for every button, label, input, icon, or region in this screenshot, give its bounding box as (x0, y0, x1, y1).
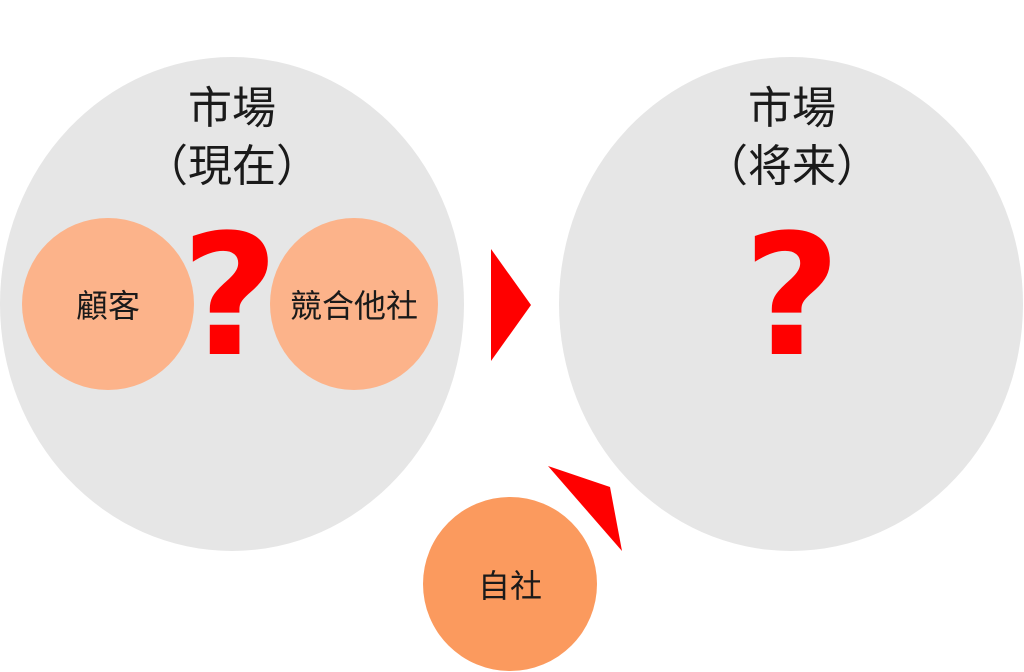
customer-circle: 顧客 (22, 218, 194, 390)
arrow-right-icon (491, 249, 531, 361)
question-mark-current: ? (181, 198, 279, 394)
market-current-title-line2: （現在） (144, 141, 320, 192)
market-current-title-line1: 市場 (188, 83, 276, 134)
competitors-label: 競合他社 (289, 287, 418, 325)
own-company-label: 自社 (477, 567, 542, 605)
customer-label: 顧客 (75, 287, 140, 325)
market-future-title: 市場 （将来） (642, 80, 942, 196)
own-company-circle: 自社 (423, 497, 597, 671)
competitors-circle: 競合他社 (270, 218, 438, 390)
market-current-title: 市場 （現在） (82, 80, 382, 196)
market-future-title-line1: 市場 (748, 83, 836, 134)
market-future-circle (559, 57, 1023, 551)
question-mark-future: ? (743, 198, 841, 394)
market-future-title-line2: （将来） (704, 141, 880, 192)
